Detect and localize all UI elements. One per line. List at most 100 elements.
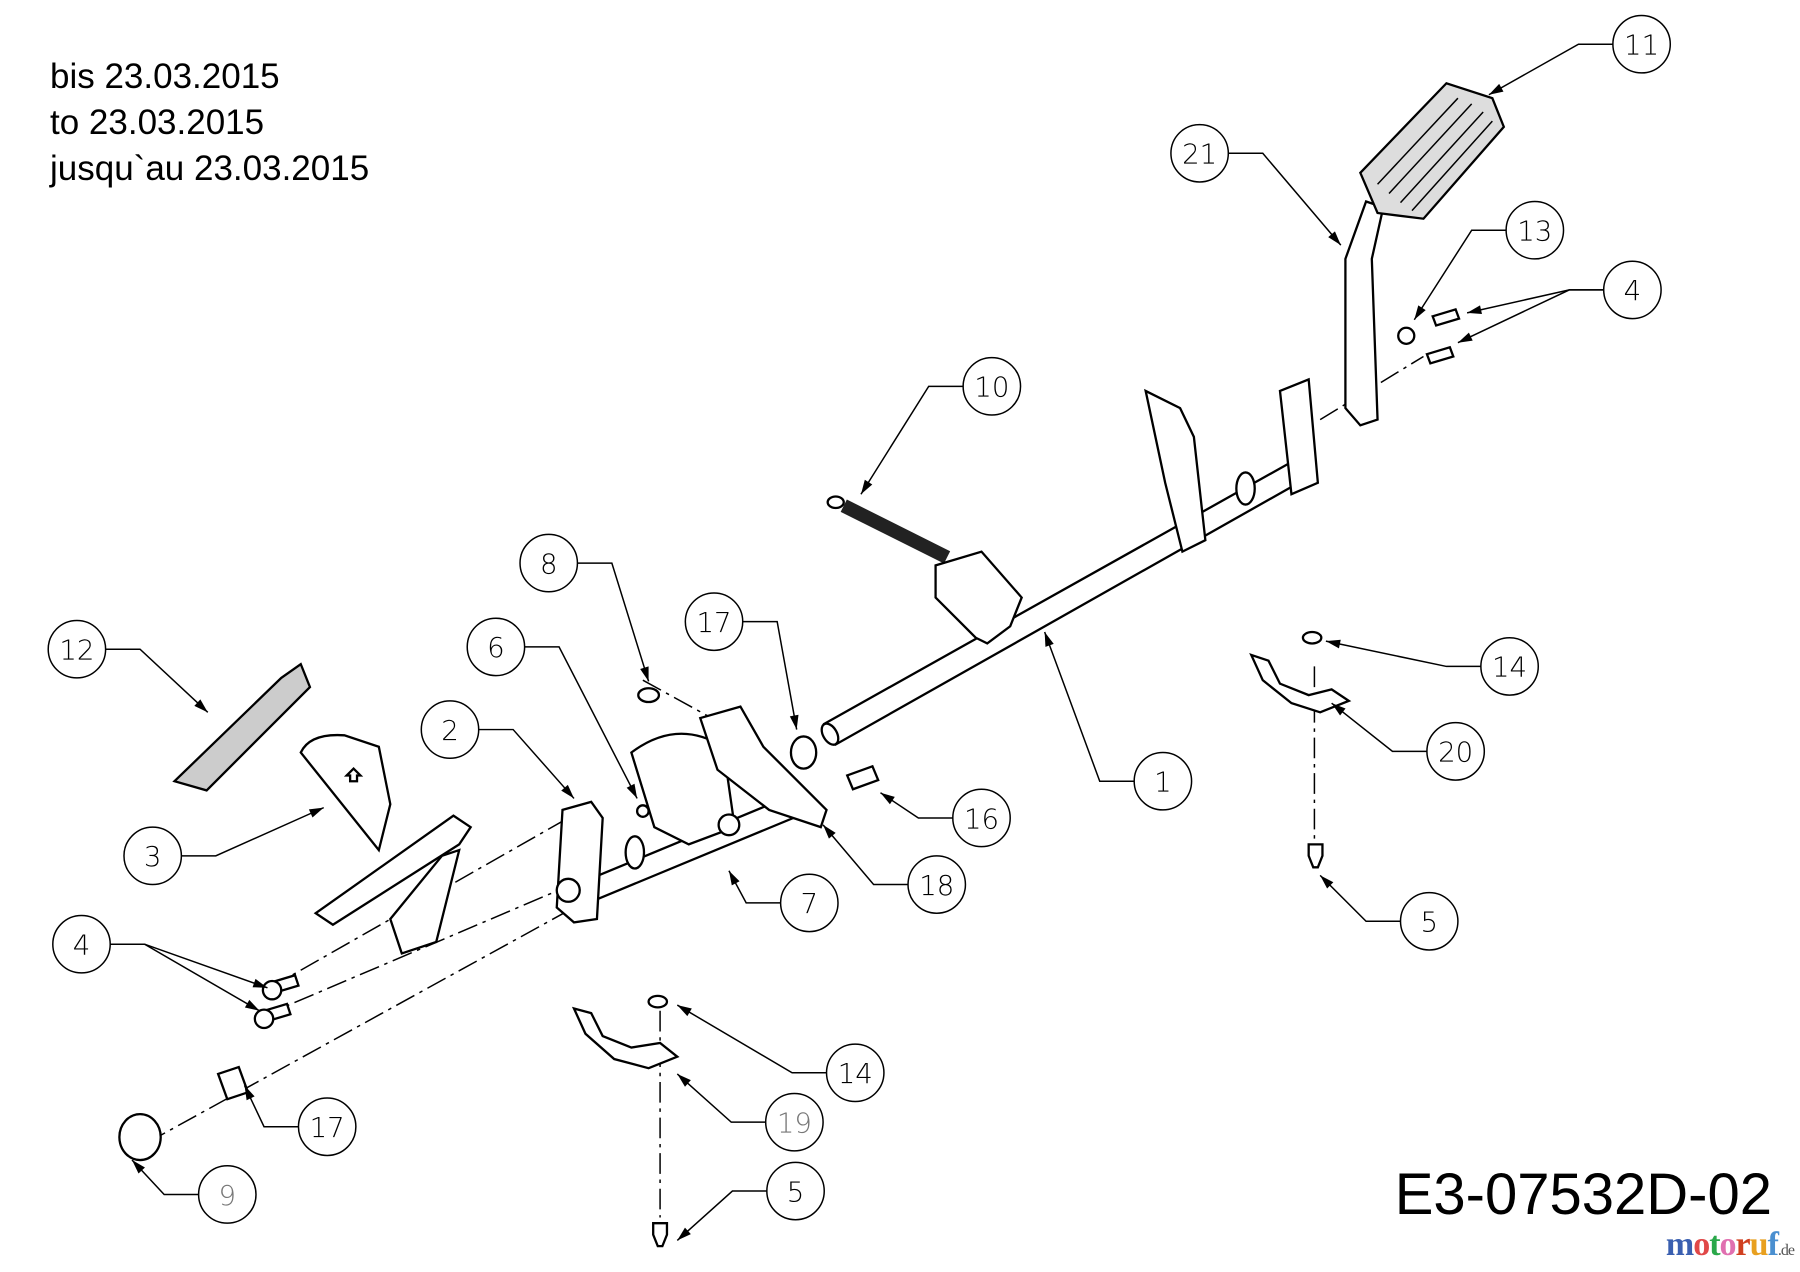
callout-16: 16 — [880, 788, 1011, 848]
callout-number: 17 — [310, 1112, 345, 1144]
leader-line — [880, 792, 953, 819]
callout-4: 4 — [1457, 260, 1662, 344]
callout-12: 12 — [47, 619, 209, 713]
callout-number: 19 — [777, 1107, 812, 1139]
arrowhead-icon — [640, 666, 649, 682]
arrowhead-icon — [1488, 83, 1504, 95]
callout-circle — [1602, 260, 1662, 320]
leader-line — [822, 824, 909, 886]
callout-4: 4 — [52, 914, 268, 1012]
callout-7: 7 — [728, 870, 839, 933]
watermark-letter: m — [1665, 1226, 1694, 1263]
callout-20: 20 — [1331, 702, 1486, 781]
plate — [934, 550, 1024, 645]
arrowhead-icon — [194, 699, 208, 713]
leader-line — [577, 562, 650, 682]
nut-part-7 — [717, 813, 741, 837]
leader-line — [676, 1073, 766, 1123]
arrowhead-icon — [1320, 875, 1334, 889]
callout-number: 7 — [801, 888, 819, 920]
leader-line — [728, 870, 781, 904]
callout-5: 5 — [1319, 874, 1459, 951]
washer-part-13 — [1397, 326, 1416, 345]
leader-line — [1325, 640, 1481, 668]
leader-line — [1457, 289, 1604, 344]
callout-number: 9 — [219, 1180, 237, 1212]
callout-number: 14 — [1492, 652, 1527, 684]
arrowhead-icon — [626, 783, 638, 799]
callout-3: 3 — [123, 806, 325, 886]
arrowhead-icon — [880, 792, 895, 805]
screw-part-5 — [1307, 843, 1324, 869]
callout-6: 6 — [466, 617, 638, 799]
callout-2: 2 — [420, 700, 575, 799]
pedal-top-part-3 — [299, 733, 392, 853]
callout-11: 11 — [1488, 14, 1672, 96]
leader-line — [181, 806, 325, 857]
callout-17: 17 — [243, 1085, 357, 1157]
arrowhead-icon — [860, 479, 873, 495]
leader-line — [243, 1085, 299, 1128]
arrowhead-icon — [677, 1227, 691, 1241]
watermark-logo: motoruf.de — [1665, 1226, 1795, 1270]
callout-number: 4 — [1624, 275, 1642, 307]
callout-number: 6 — [487, 632, 505, 664]
spring-part-10 — [840, 499, 951, 564]
callout-number: 3 — [144, 841, 162, 873]
pedal-arm — [1144, 388, 1207, 554]
callout-number: 5 — [787, 1176, 805, 1208]
arrow-up-icon — [343, 766, 364, 783]
leader-line — [110, 943, 260, 1012]
callout-number: 16 — [964, 803, 999, 835]
clamp-part-19 — [571, 1006, 680, 1070]
arrowhead-icon — [244, 1085, 255, 1101]
arrowhead-icon — [244, 999, 260, 1011]
callout-10: 10 — [860, 356, 1022, 495]
callout-circle — [123, 826, 183, 886]
arrowhead-icon — [1044, 631, 1054, 647]
washer-part-14 — [1301, 630, 1323, 645]
callout-circle — [1399, 891, 1459, 951]
spring-hook — [826, 495, 845, 510]
leader-line — [1413, 229, 1507, 321]
drawing-code: E3-07532D-02 — [1394, 1162, 1772, 1227]
latch-part-18 — [698, 705, 828, 829]
callout-number: 18 — [919, 870, 954, 902]
bracket-part-2 — [555, 800, 604, 924]
callout-21: 21 — [1170, 123, 1342, 246]
leader-line — [478, 728, 575, 799]
washer-left — [624, 835, 646, 870]
callout-17: 17 — [684, 592, 799, 730]
callout-9: 9 — [131, 1159, 257, 1224]
callout-1: 1 — [1043, 631, 1193, 811]
callout-number: 4 — [73, 930, 91, 962]
callout-5: 5 — [676, 1161, 825, 1241]
bushing-part-17 — [789, 735, 818, 770]
watermark-text: motoruf — [1665, 1226, 1779, 1263]
bolt-part-4 — [1425, 345, 1455, 365]
validity-note-fr: jusqu`au 23.03.2015 — [50, 149, 370, 188]
cap-part-9 — [118, 1112, 162, 1162]
pin-part-6 — [635, 804, 650, 818]
leader-line — [860, 385, 964, 495]
arrowhead-icon — [252, 978, 268, 988]
callout-number: 20 — [1438, 737, 1473, 769]
watermark-letter: o — [1693, 1226, 1710, 1263]
pedal-lever-part-21 — [1344, 200, 1385, 427]
callout-circle — [420, 700, 480, 760]
callout-circle — [684, 592, 744, 652]
callout-number: 10 — [974, 372, 1009, 404]
callout-circle — [962, 356, 1022, 416]
leader-line — [131, 1159, 199, 1196]
watermark-letter: o — [1719, 1226, 1737, 1263]
callout-number: 8 — [540, 548, 558, 580]
callout-circle — [1505, 200, 1565, 260]
bushing-part-17 — [216, 1065, 250, 1101]
callout-number: 11 — [1624, 30, 1659, 62]
callout-number: 17 — [696, 607, 731, 639]
washer-part-14 — [647, 994, 669, 1009]
callout-circle — [466, 617, 526, 677]
callout-14: 14 — [676, 1004, 885, 1103]
watermark-letter: t — [1709, 1226, 1720, 1263]
